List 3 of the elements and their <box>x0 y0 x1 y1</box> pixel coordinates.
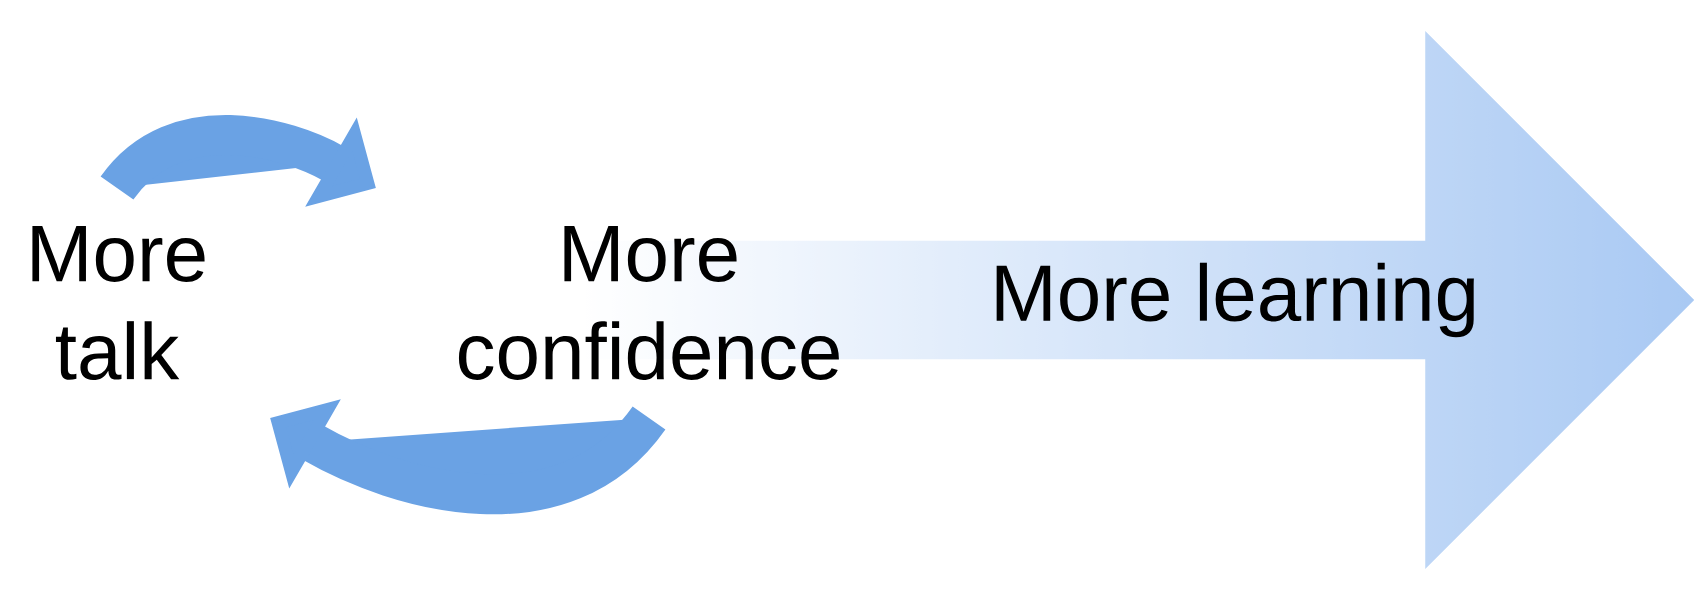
node-label: More confidence <box>458 226 839 380</box>
node-label: More talk <box>32 226 205 380</box>
block-arrow: More learning <box>996 262 1474 338</box>
